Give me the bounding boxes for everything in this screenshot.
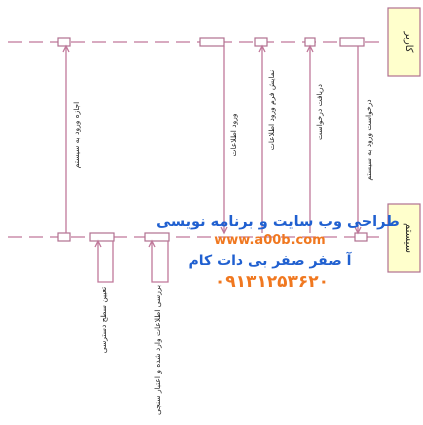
activation-system-2 [144,232,170,242]
watermark-line-3: آ صفر صفر بی دات کام [189,251,353,269]
message-validate-info: بررسی اطلاعات وارد شده و اعتبار سنجی [148,239,169,415]
watermark: طراحی وب سایت و برنامه نویسی www.a00b.co… [156,214,400,292]
message-label: بررسی اطلاعات وارد شده و اعتبار سنجی [153,285,162,415]
actor-user: کاربر [387,7,421,77]
actor-system: سیستم [387,203,421,273]
message-label: دریافت درخواست [315,84,324,140]
message-label: درخواست ورود به سیستم [364,99,373,180]
activation-system-3 [89,232,115,242]
watermark-line-2: www.a00b.com [214,233,325,248]
activation-user-4 [199,37,225,47]
activation-user-5 [57,37,71,47]
actor-user-label: کاربر [403,31,414,53]
activation-user-1 [339,37,365,47]
activation-user-3 [254,37,268,47]
activation-system-4 [57,232,71,242]
message-label: نمایش فرم ورود اطلاعات [267,70,276,150]
message-request-login: درخواست ورود به سیستم [354,46,373,235]
message-show-form: نمایش فرم ورود اطلاعات [258,44,276,233]
message-label: اجازه ورود به سیستم [72,102,81,169]
message-label: تعیین سطح دسترسی [99,287,108,354]
actor-system-label: سیستم [403,223,414,253]
watermark-line-4: ۰۹۱۳۱۲۵۳۶۲۰ [215,272,329,292]
activation-system-1 [354,232,368,242]
message-allow-login: اجازه ورود به سیستم [62,44,81,233]
watermark-line-1: طراحی وب سایت و برنامه نویسی [156,214,400,230]
message-receive-request: دریافت درخواست [306,44,324,233]
message-access-level: تعیین سطح دسترسی [94,239,114,354]
message-label: ورود اطلاعات [229,113,238,156]
message-enter-info: ورود اطلاعات [220,46,238,235]
